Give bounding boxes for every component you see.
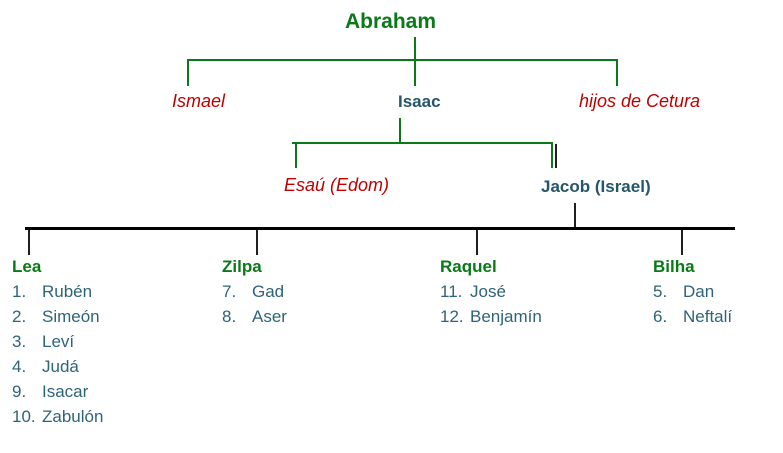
connector-gen2-bar	[187, 59, 618, 61]
child-list-lea: 1. Rubén 2. Simeón 3. Leví 4. Judá 9. Is…	[12, 282, 103, 432]
list-item: 8. Aser	[222, 307, 287, 332]
mother-name-zilpa: Zilpa	[222, 257, 262, 276]
child-list-zilpa: 7. Gad 8. Aser	[222, 282, 287, 332]
child-name: José	[470, 282, 506, 301]
connector-jacob-stem	[574, 203, 576, 229]
child-number: 9.	[12, 382, 27, 401]
node-hijos-de-cetura: hijos de Cetura	[579, 91, 701, 111]
mother-column-lea: Lea 1. Rubén 2. Simeón 3. Leví 4. Judá 9…	[12, 258, 103, 432]
child-number: 5.	[653, 282, 668, 301]
node-jacob: Jacob (Israel)	[541, 177, 651, 196]
child-number: 6.	[653, 307, 668, 326]
child-name: Zabulón	[42, 407, 104, 426]
child-list-bilha: 5. Dan 6. Neftalí	[653, 282, 732, 332]
node-isaac: Isaac	[398, 92, 441, 111]
mother-column-raquel: Raquel 11. José 12. Benjamín	[440, 258, 542, 332]
connector-drop-isaac	[414, 61, 416, 86]
list-item: 10. Zabulón	[12, 407, 103, 432]
child-number: 2.	[12, 307, 27, 326]
list-item: 12. Benjamín	[440, 307, 542, 332]
mother-name-lea: Lea	[12, 257, 42, 276]
child-number: 11.	[440, 282, 463, 301]
list-item: 3. Leví	[12, 332, 103, 357]
list-item: 7. Gad	[222, 282, 287, 307]
mother-name-raquel: Raquel	[440, 257, 497, 276]
child-number: 1.	[12, 282, 27, 301]
child-name: Leví	[42, 332, 75, 351]
connector-drop-jacob-accent	[555, 144, 557, 168]
child-name: Dan	[683, 282, 715, 301]
child-list-raquel: 11. José 12. Benjamín	[440, 282, 542, 332]
child-name: Gad	[252, 282, 285, 301]
connector-drop-bilha	[681, 230, 683, 255]
child-name: Benjamín	[470, 307, 542, 326]
connector-gen3-bar	[292, 142, 553, 144]
connector-drop-ismael	[187, 61, 189, 86]
list-item: 9. Isacar	[12, 382, 103, 407]
list-item: 11. José	[440, 282, 542, 307]
connector-drop-zilpa	[256, 230, 258, 255]
connector-drop-raquel	[476, 230, 478, 255]
child-number: 10.	[12, 407, 36, 426]
connector-drop-lea	[28, 230, 30, 255]
mother-name-bilha: Bilha	[653, 257, 695, 276]
child-name: Judá	[42, 357, 79, 376]
connector-drop-jacob	[551, 144, 553, 168]
child-number: 4.	[12, 357, 27, 376]
mother-column-zilpa: Zilpa 7. Gad 8. Aser	[222, 258, 287, 332]
child-number: 12.	[440, 307, 464, 326]
connector-wives-bar	[25, 227, 735, 230]
connector-drop-cetura	[616, 61, 618, 86]
list-item: 6. Neftalí	[653, 307, 732, 332]
child-number: 7.	[222, 282, 237, 301]
child-number: 3.	[12, 332, 27, 351]
node-abraham: Abraham	[345, 10, 437, 33]
list-item: 1. Rubén	[12, 282, 103, 307]
child-name: Neftalí	[683, 307, 733, 326]
connector-isaac-stem	[399, 118, 401, 143]
child-name: Isacar	[42, 382, 89, 401]
child-name: Simeón	[42, 307, 100, 326]
list-item: 5. Dan	[653, 282, 732, 307]
node-ismael: Ismael	[172, 91, 226, 111]
connector-drop-esau	[295, 144, 297, 168]
child-name: Rubén	[42, 282, 93, 301]
mother-column-bilha: Bilha 5. Dan 6. Neftalí	[653, 258, 732, 332]
connector-abraham-stem	[414, 37, 416, 60]
node-esau: Esaú (Edom)	[284, 175, 390, 195]
list-item: 2. Simeón	[12, 307, 103, 332]
list-item: 4. Judá	[12, 357, 103, 382]
child-number: 8.	[222, 307, 237, 326]
child-name: Aser	[252, 307, 287, 326]
